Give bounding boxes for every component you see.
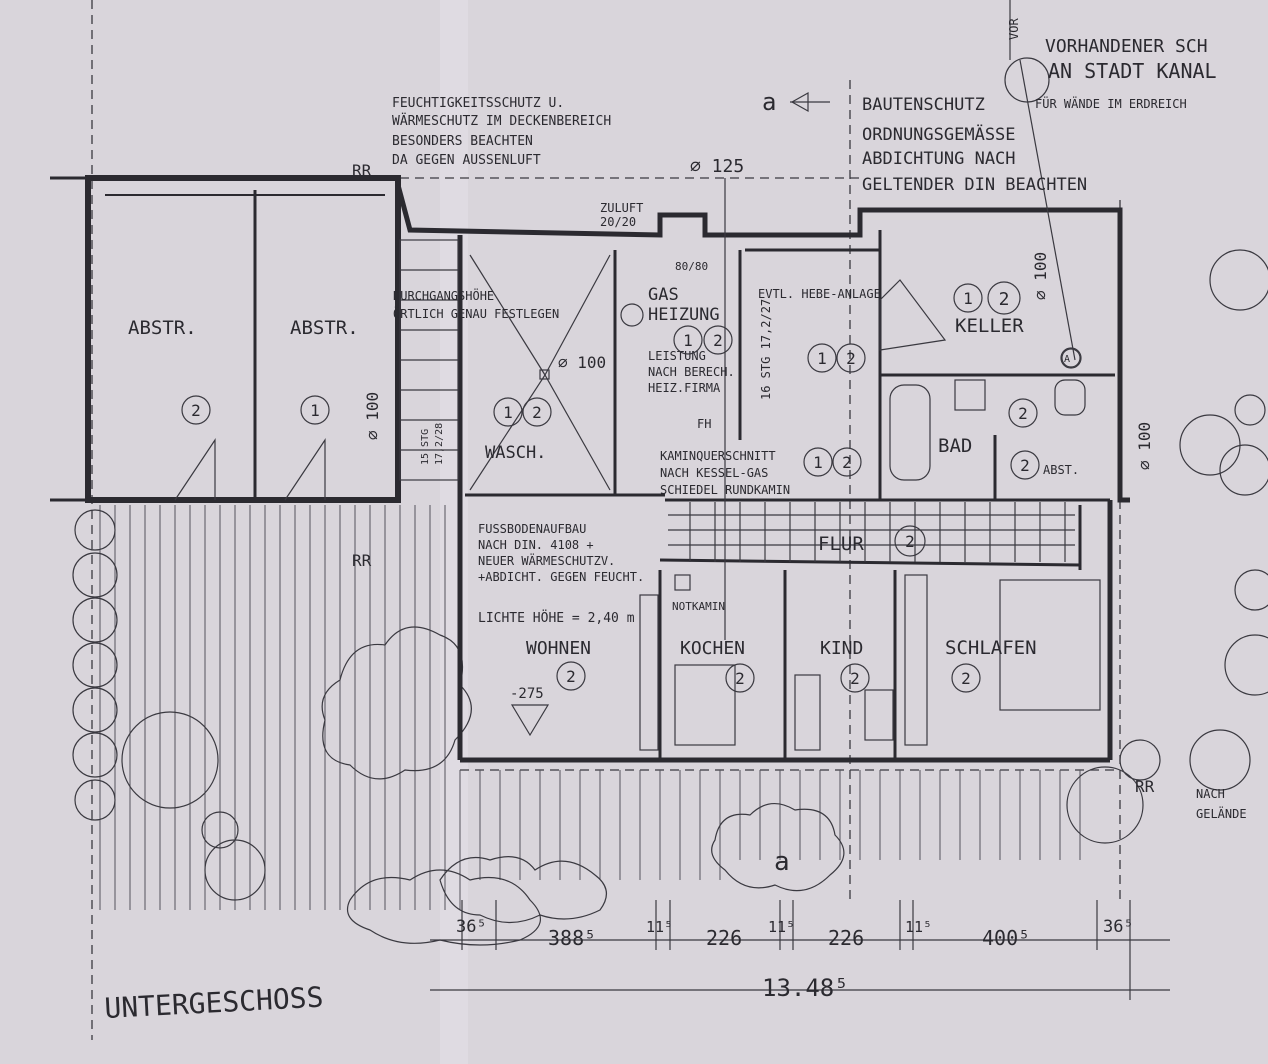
dim-9: 36⁵ [1103,917,1134,937]
pipe-125: ⌀ 125 [690,156,744,177]
note-fh: FH [697,417,711,431]
section-a-bottom: a [774,847,790,877]
note-kamin-line3: SCHIEDEL RUNDKAMIN [660,483,790,497]
circle-abstr2: 1 [310,401,320,420]
rr-bottom: RR [1135,777,1155,796]
note-zuluft-line1: ZULUFT [600,201,643,215]
note-notkamin: NOTKAMIN [672,600,725,613]
dim-total: 13.48⁵ [762,974,849,1002]
dim-2: 388⁵ [548,926,596,950]
circle-wasch-2: 2 [532,403,542,422]
circle-kochen: 2 [735,669,745,688]
note-durch-line1: DURCHGANGSHÖHE [393,287,494,303]
note-fuss-line2: NACH DIN. 4108 + [478,538,594,552]
note-vorhandener-line1: VORHANDENER SCH [1045,36,1208,57]
section-a-top: a [762,88,776,116]
room-gas-line1: GAS [648,285,679,305]
note-vorhandener-line2: AN STADT KANAL [1048,59,1217,83]
note-feucht-line1: FEUCHTIGKEITSSCHUTZ U. [392,96,564,111]
room-wohnen: WOHNEN [526,638,591,659]
note-durch-line2: ÖRTLICH GENAU FESTLEGEN [393,305,559,321]
note-bauten-line4: GELTENDER DIN BEACHTEN [862,175,1087,195]
pipe-100-storage: ⌀ 100 [363,392,382,440]
room-schlafen: SCHLAFEN [945,637,1037,659]
marker-a: A [1064,354,1070,365]
note-nach-line2: GELÄNDE [1196,806,1247,821]
room-flur: FLUR [818,533,864,555]
note-feucht-line4: DA GEGEN AUSSENLUFT [392,153,541,168]
circle-abstr1: 2 [191,401,201,420]
rr-mid: RR [352,551,372,570]
note-feucht-line3: BESONDERS BEACHTEN [392,134,533,149]
circle-kamin-1: 1 [813,453,823,472]
note-hebeanlage: EVTL. HEBE-ANLAGE [758,287,881,301]
note-zuluft-line2: 20/20 [600,215,636,229]
dim-3: 11⁵ [646,918,673,936]
note-leistung-line2: NACH BERECH. [648,365,735,379]
dim-5: 11⁵ [768,918,795,936]
room-kochen: KOCHEN [680,638,745,659]
note-bauten-line1: BAUTENSCHUTZ [862,95,985,115]
dim-4: 226 [706,926,742,950]
note-stg-small: 15 STG [420,429,431,465]
note-stg-small2: 17,2/28 [434,423,445,465]
level-275: -275 [510,686,544,702]
note-leistung-line1: LEISTUNG [648,349,706,363]
circle-gas-1: 1 [683,331,693,350]
note-fuss-line3: NEUER WÄRMESCHUTZV. [478,553,615,568]
note-leistung-line3: HEIZ.FIRMA [648,381,721,395]
circle-stair-2: 2 [846,349,856,368]
note-nach-line1: NACH [1196,787,1225,801]
circle-keller-1: 1 [963,289,973,308]
note-vor: VOR [1007,18,1021,40]
note-kamin-line1: KAMINQUERSCHNITT [660,449,776,463]
pipe-100-wasch: ⌀ 100 [558,353,606,372]
note-fuss-line1: FUSSBODENAUFBAU [478,522,586,536]
room-gas-line2: HEIZUNG [648,305,720,325]
note-feucht-line2: WÄRMESCHUTZ IM DECKENBEREICH [392,113,611,129]
pipe-100-right: ⌀ 100 [1135,422,1154,470]
room-kind: KIND [820,638,863,659]
circle-stair-1: 1 [817,349,827,368]
note-kamin-line2: NACH KESSEL-GAS [660,466,768,480]
circle-abst: 2 [1020,456,1030,475]
room-abstr-2: ABSTR. [290,317,359,339]
dim-1: 36⁵ [456,917,487,937]
dim-7: 11⁵ [905,918,932,936]
circle-kamin-2: 2 [842,453,852,472]
note-fuss-line4: +ABDICHT. GEGEN FEUCHT. [478,570,644,584]
note-bauten-line2: ORDNUNGSGEMÄSSE [862,124,1016,145]
circle-bad: 2 [1018,404,1028,423]
note-bauten-line3: ABDICHTUNG NACH [862,149,1016,169]
note-bauten-line1b: FÜR WÄNDE IM ERDREICH [1035,95,1187,111]
dim-6: 226 [828,926,864,950]
circle-keller-2: 2 [999,289,1010,310]
circle-kind: 2 [850,669,860,688]
room-abstr-1: ABSTR. [128,317,197,339]
note-8080: 80/80 [675,260,708,273]
pipe-100-keller: ⌀ 100 [1031,252,1050,300]
circle-gas-2: 2 [713,331,723,350]
room-bad: BAD [938,435,972,457]
circle-wasch-1: 1 [503,403,513,422]
circle-flur: 2 [905,532,915,551]
room-abst: ABST. [1043,463,1079,477]
room-wasch: WASCH. [485,443,546,463]
dim-8: 400⁵ [982,926,1030,950]
circle-extra: 2 [1195,419,1196,421]
circle-schlafen: 2 [961,669,971,688]
note-lichte: LICHTE HÖHE = 2,40 m [478,609,635,626]
room-keller: KELLER [955,315,1024,337]
rr-top: RR [352,161,372,180]
note-stg-vert: 16 STG 17,2/27 [759,299,773,400]
circle-wohnen: 2 [566,667,576,686]
